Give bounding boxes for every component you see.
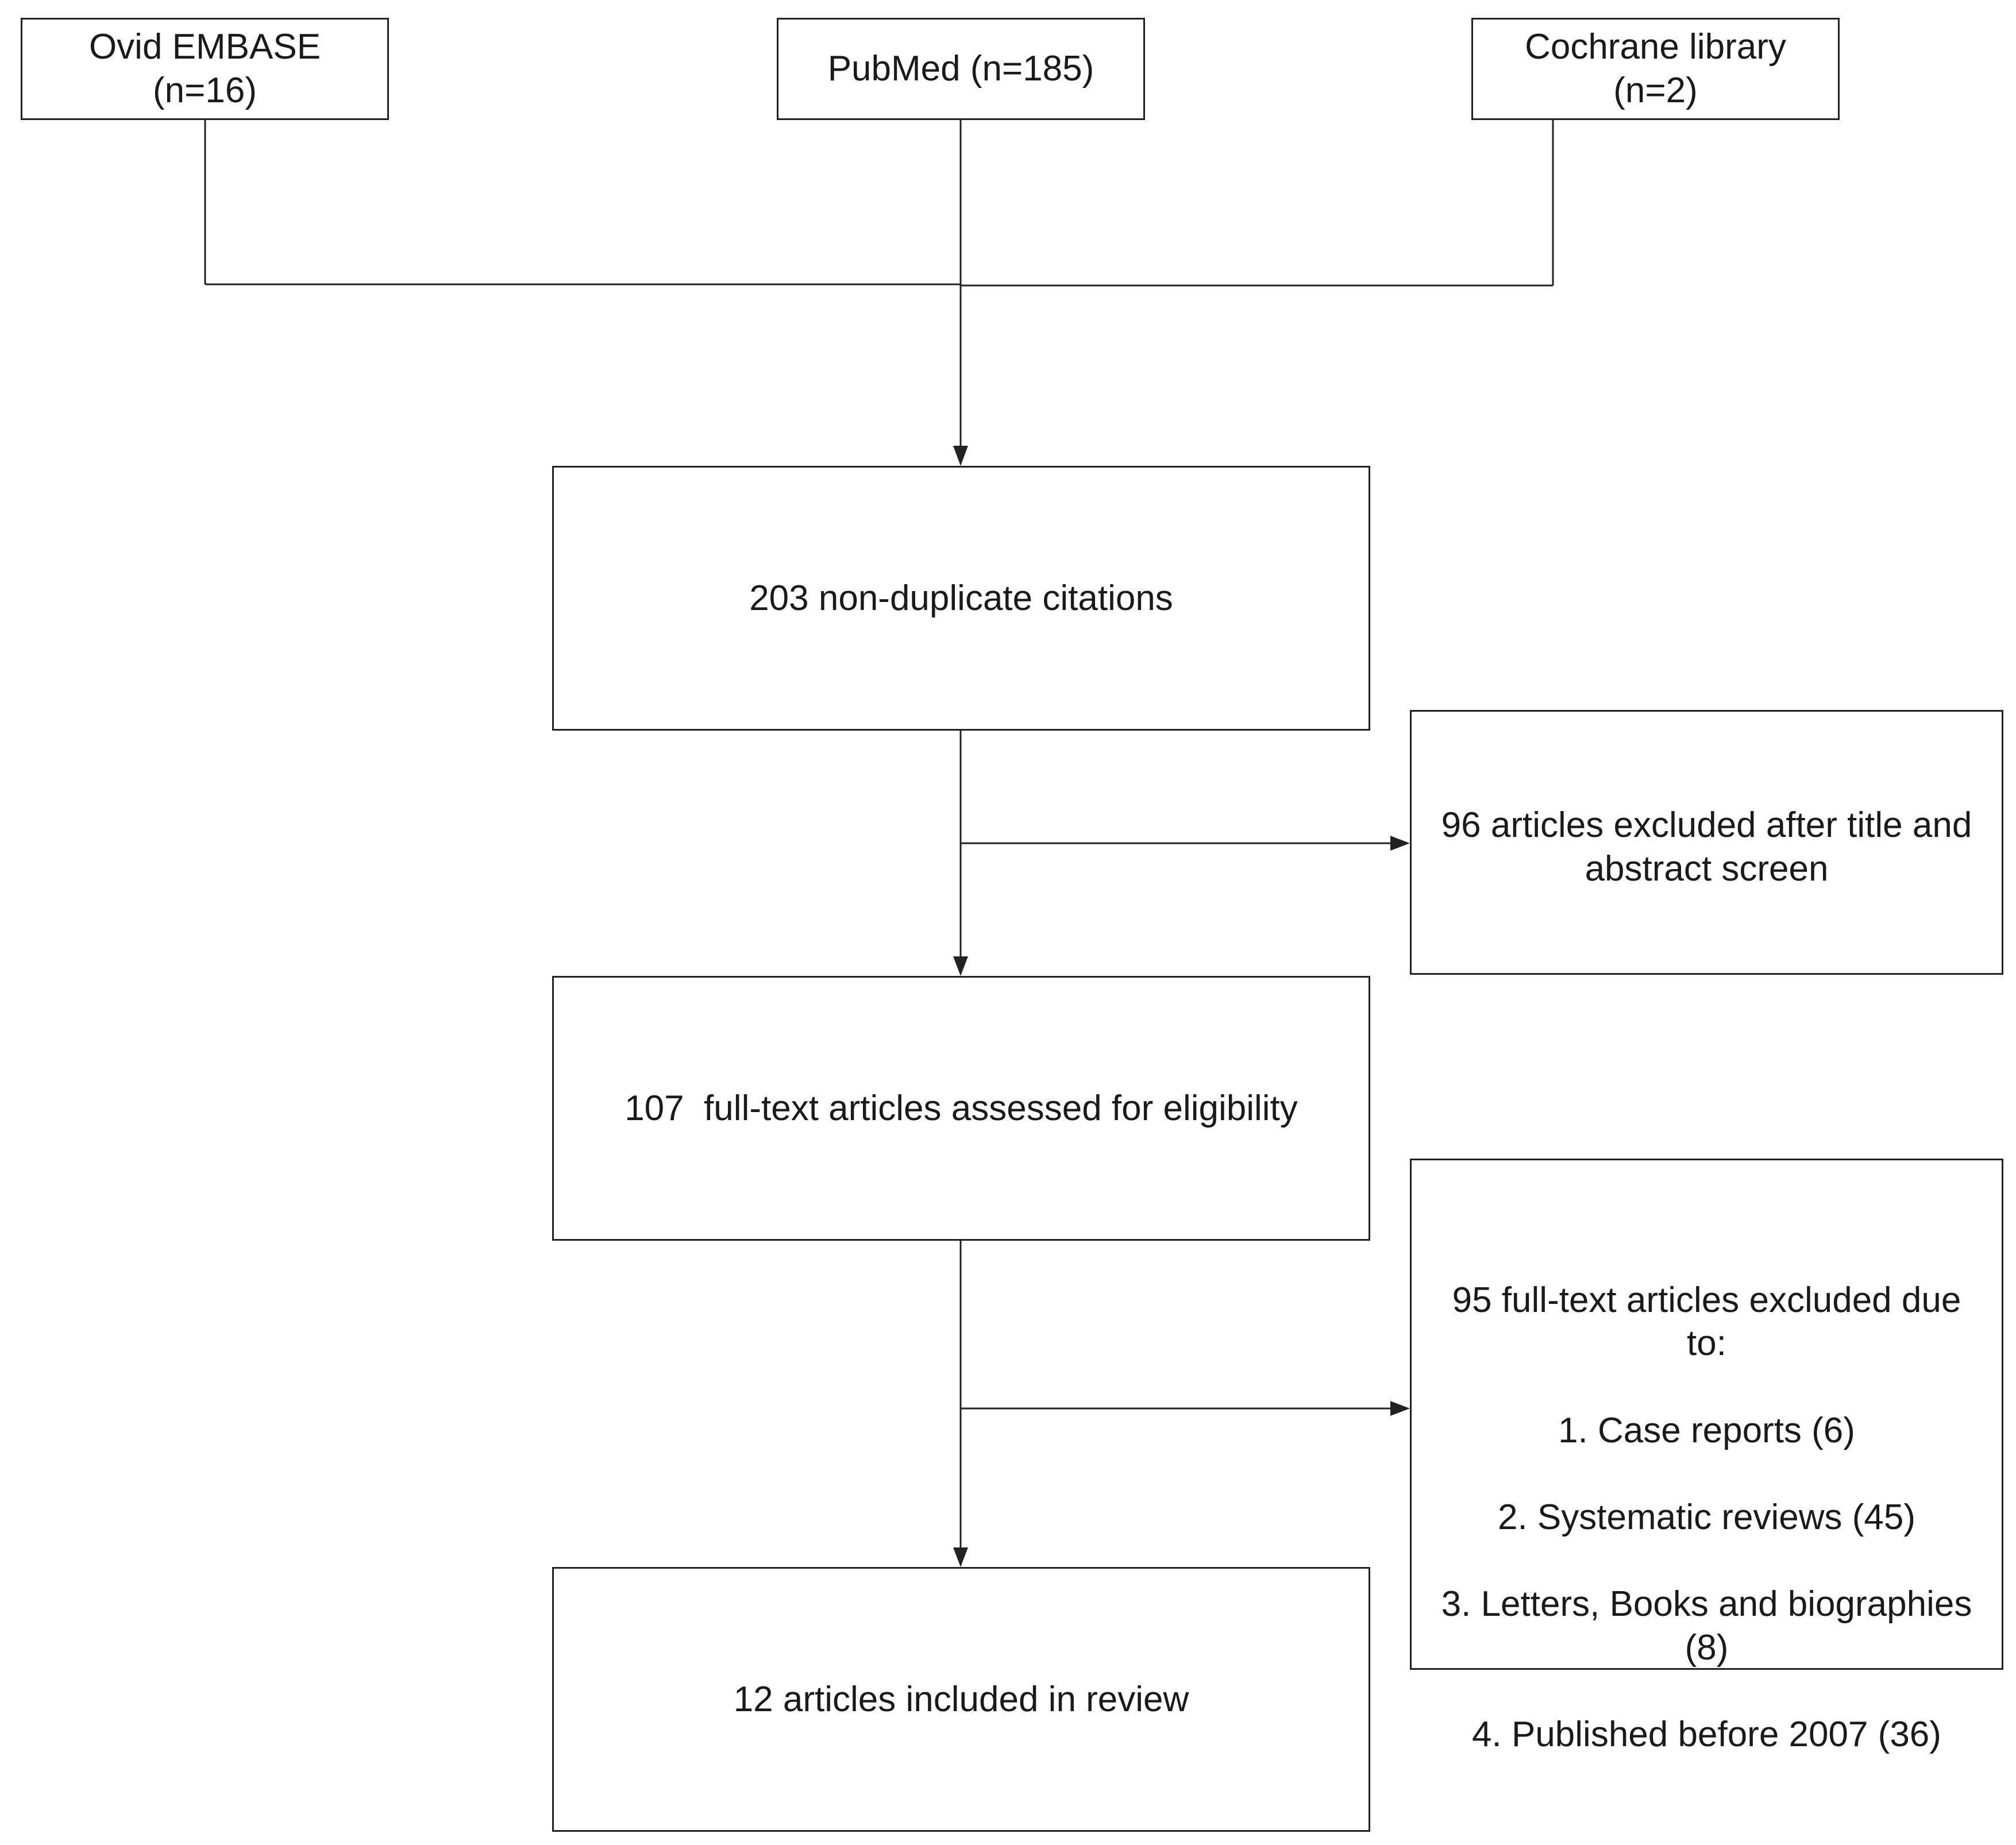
arrowhead-to-excluded-fulltext	[1390, 1401, 1410, 1416]
arrowhead-to-citations	[953, 446, 968, 466]
arrowhead-to-excluded-screen	[1390, 836, 1410, 851]
source-label-cochrane: Cochrane library (n=2)	[1525, 27, 1786, 110]
source-box-cochrane: Cochrane library (n=2)	[1471, 18, 1840, 120]
citations-box: 203 non-duplicate citations	[552, 466, 1370, 731]
included-label: 12 articles included in review	[733, 1679, 1189, 1719]
exclusion-reason-3: 3. Letters, Books and biographies (8)	[1441, 1584, 1972, 1668]
excluded-fulltext-heading: 95 full-text articles excluded due to:	[1452, 1280, 1961, 1364]
excluded-fulltext-content: 95 full-text articles excluded due to: 1…	[1441, 1235, 1972, 1800]
source-box-embase: Ovid EMBASE (n=16)	[21, 18, 389, 120]
excluded-fulltext-box: 95 full-text articles excluded due to: 1…	[1410, 1159, 2003, 1754]
exclusion-reason-2: 2. Systematic reviews (45)	[1497, 1497, 1915, 1537]
fulltext-assessed-label: 107 full-text articles assessed for elig…	[625, 1088, 1298, 1128]
exclusion-reason-4: 4. Published before 2007 (36)	[1472, 1714, 1941, 1754]
excluded-screen-label: 96 articles excluded after title and abs…	[1441, 805, 1972, 889]
source-label-embase: Ovid EMBASE (n=16)	[88, 27, 321, 110]
included-box: 12 articles included in review	[552, 1567, 1370, 1832]
citations-label: 203 non-duplicate citations	[749, 578, 1173, 618]
fulltext-assessed-box: 107 full-text articles assessed for elig…	[552, 976, 1370, 1241]
excluded-screen-box: 96 articles excluded after title and abs…	[1410, 710, 2003, 975]
exclusion-reason-1: 1. Case reports (6)	[1558, 1410, 1855, 1450]
source-label-pubmed: PubMed (n=185)	[827, 49, 1094, 89]
source-box-pubmed: PubMed (n=185)	[777, 18, 1145, 120]
arrowhead-to-included	[953, 1547, 968, 1567]
arrowhead-to-fulltext	[953, 956, 968, 976]
